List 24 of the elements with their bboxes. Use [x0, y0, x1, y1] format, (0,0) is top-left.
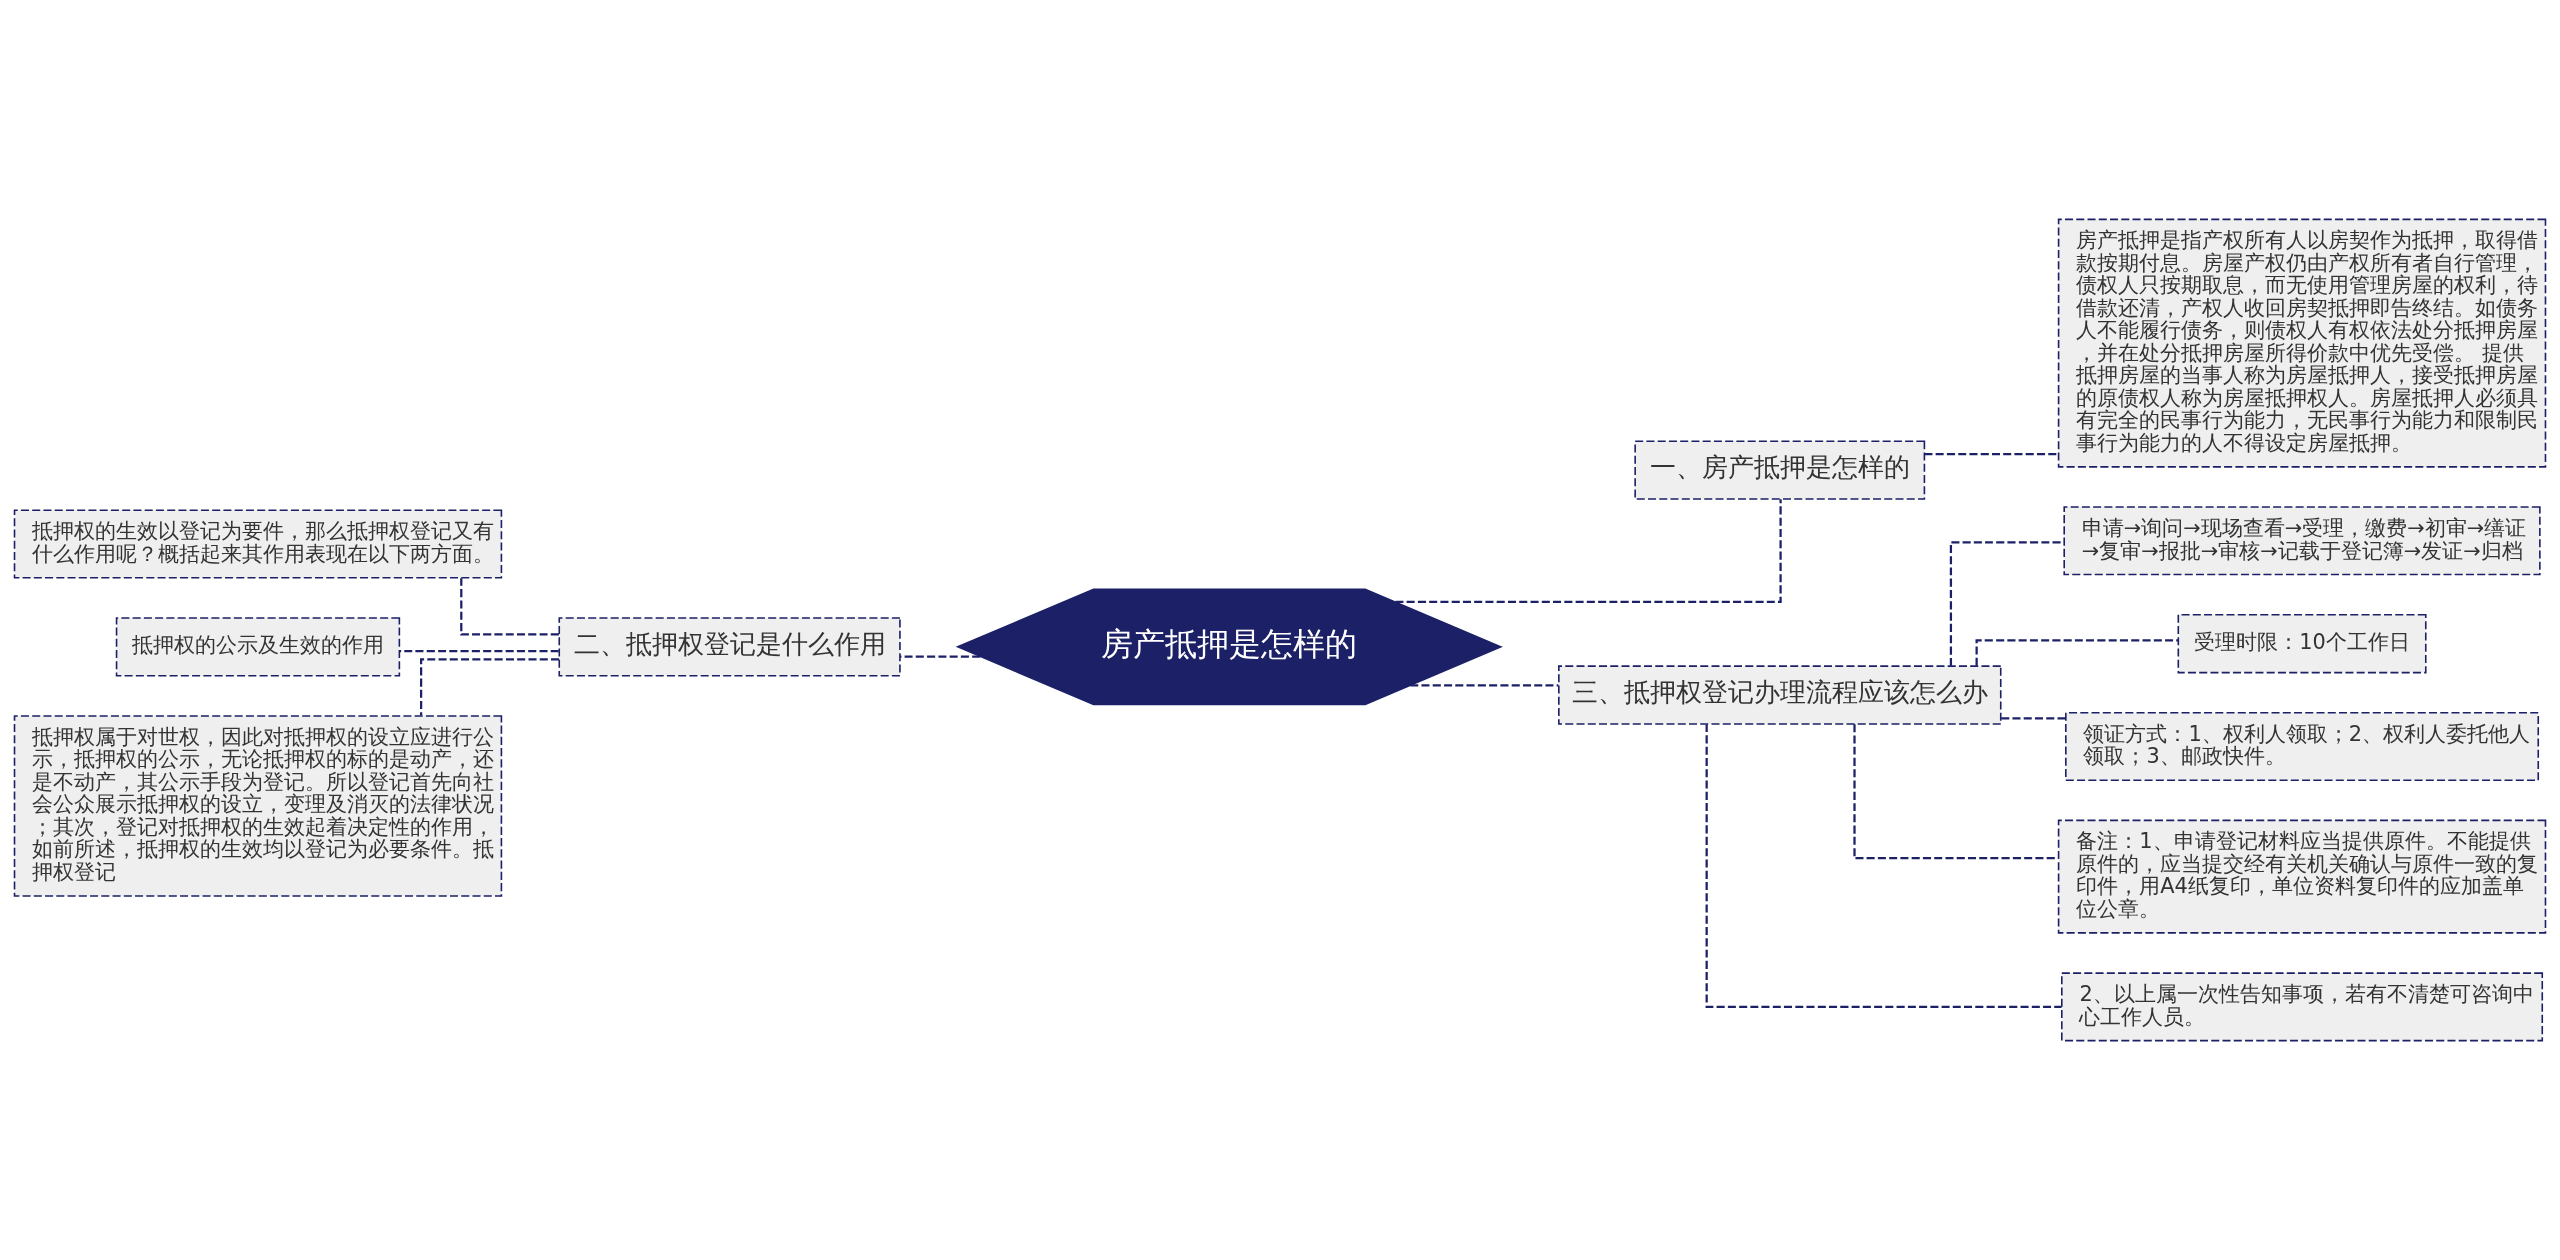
node-box: 备注：1、申请登记材料应当提供原件。不能提供原件的，应当提交经有关机关确认与原件一致的复印件，用A4纸复印，单位资料复印件的应加盖单位公章。	[2057, 819, 2547, 934]
node-box: 三、抵押权登记办理流程应该怎么办	[1558, 665, 2002, 725]
connector	[1410, 684, 1559, 687]
connector	[1853, 724, 2058, 860]
node-box: 二、抵押权登记是什么作用	[558, 617, 901, 677]
connector	[1395, 499, 1782, 604]
connector	[1705, 724, 2062, 1008]
node-box: 房产抵押是指产权所有人以房契作为抵押，取得借款按期付息。房屋产权仍由产权所有者自行管理，债权人只按期取息，而无使用管理房屋的权利，待借款还清，产权人收回房契抵押即告终结。如债务人不能履行债务，则债权人有权依法处分抵押房屋，并在处分抵押房屋所得价款中优先受偿。 提供抵押房屋的当事人称为房屋抵押人，接受抵押房屋的原债权人称为房屋抵押权人。房屋抵押人必须具有完全的民事行为能力，无民事行为能力和限制民事行为能力的人不得设定房屋抵押。	[2057, 218, 2547, 468]
node-box: 领证方式：1、权利人领取；2、权利人委托他人领取；3、邮政快件。	[2065, 711, 2540, 782]
node-box: 一、房产抵押是怎样的	[1634, 440, 1926, 500]
connector	[420, 658, 560, 716]
connector	[2001, 717, 2066, 720]
connector	[1924, 452, 2059, 456]
connector	[900, 655, 981, 658]
connector	[1975, 639, 2179, 666]
node-box: 2、以上属一次性告知事项，若有不清楚可咨询中心工作人员。	[2061, 972, 2544, 1042]
connector	[460, 578, 559, 636]
node-box: 抵押权属于对世权，因此对抵押权的设立应进行公示，抵押权的公示，无论抵押权的标的是动产，还是不动产，其公示手段为登记。所以登记首先向社会公众展示抵押权的设立，变理及消灭的法律状况；其次，登记对抵押权的生效起着决定性的作用，如前所述，抵押权的生效均以登记为必要条件。抵押权登记	[13, 715, 503, 897]
node-box: 抵押权的公示及生效的作用	[115, 617, 401, 677]
connector	[399, 649, 559, 653]
node-box: 申请→询问→现场查看→受理，缴费→初审→缮证→复审→报批→审核→记载于登记簿→发证→归档	[2063, 506, 2541, 576]
node-box: 受理时限：10个工作日	[2177, 613, 2427, 674]
node-box: 抵押权的生效以登记为要件，那么抵押权登记又有什么作用呢？概括起来其作用表现在以下两方面。	[13, 509, 503, 579]
connector	[1949, 541, 2064, 666]
